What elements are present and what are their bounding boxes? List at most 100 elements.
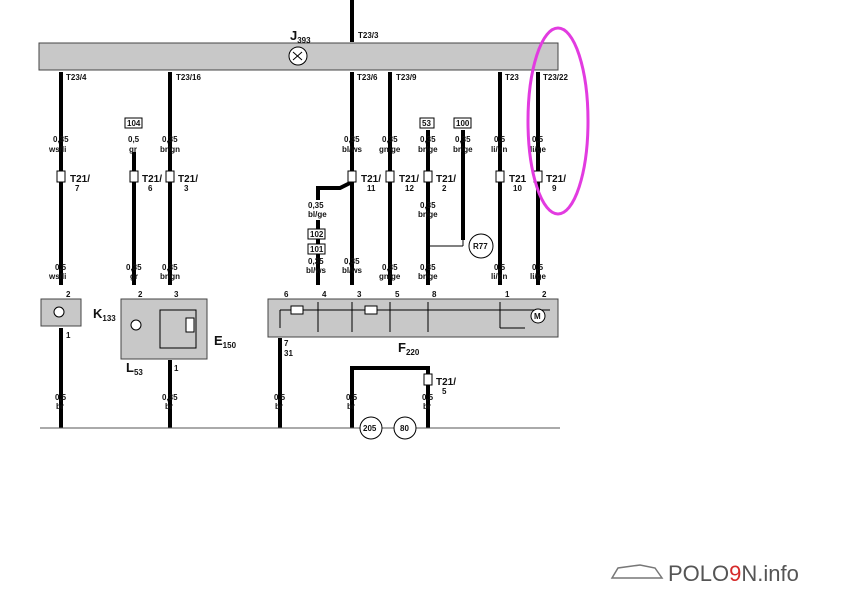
svg-text:0,5: 0,5 xyxy=(494,263,506,272)
svg-text:6: 6 xyxy=(284,290,289,299)
svg-text:li/gn: li/gn xyxy=(491,145,508,154)
svg-text:br: br xyxy=(56,402,64,411)
svg-text:0,35: 0,35 xyxy=(162,263,178,272)
svg-text:5: 5 xyxy=(395,290,400,299)
svg-text:M: M xyxy=(534,312,541,321)
highlight-circle xyxy=(526,26,590,216)
svg-text:br/gn: br/gn xyxy=(160,272,180,281)
svg-text:3: 3 xyxy=(174,290,179,299)
svg-text:li/ge: li/ge xyxy=(530,145,547,154)
module-j393-label: J393 xyxy=(290,28,311,45)
svg-text:11: 11 xyxy=(367,184,376,193)
svg-text:T21/: T21/ xyxy=(399,174,419,185)
svg-text:br: br xyxy=(347,402,355,411)
svg-text:0,35: 0,35 xyxy=(420,135,436,144)
svg-text:4: 4 xyxy=(322,290,327,299)
lamp-l53-label: L53 xyxy=(126,360,143,377)
svg-text:br/ge: br/ge xyxy=(418,145,438,154)
car-icon xyxy=(610,564,664,579)
svg-text:0,35: 0,35 xyxy=(455,135,471,144)
connector-t23-4: T23/4 xyxy=(66,73,87,82)
svg-text:bl/ge: bl/ge xyxy=(308,210,327,219)
svg-text:0,5: 0,5 xyxy=(55,263,67,272)
svg-text:li/ge: li/ge xyxy=(530,272,547,281)
svg-text:9: 9 xyxy=(552,184,557,193)
svg-text:POLO9N.info: POLO9N.info xyxy=(668,561,799,586)
svg-text:0,35: 0,35 xyxy=(382,135,398,144)
svg-text:0,35: 0,35 xyxy=(420,263,436,272)
connector-t23-22: T23/22 xyxy=(543,73,568,82)
svg-text:0,35: 0,35 xyxy=(308,201,324,210)
svg-text:2: 2 xyxy=(542,290,547,299)
svg-text:gr: gr xyxy=(130,272,138,281)
svg-text:T21/: T21/ xyxy=(178,174,198,185)
svg-text:br/ge: br/ge xyxy=(418,210,438,219)
svg-text:80: 80 xyxy=(400,424,409,433)
svg-text:1: 1 xyxy=(66,331,71,340)
t21-connectors: T21/7 T21/6 T21/3 T21/11 T21/12 T21/2 T2… xyxy=(56,170,566,193)
resistor-r77-label: R77 xyxy=(473,242,488,251)
svg-text:101: 101 xyxy=(310,245,324,254)
wire-label-mid: 0,35 bl/ge 102 101 0,35 bl/ws 0,35 bl/ws… xyxy=(306,201,438,275)
svg-text:102: 102 xyxy=(310,230,324,239)
watermark-logo: POLO9N.info xyxy=(610,561,799,586)
svg-text:br/ge: br/ge xyxy=(453,145,473,154)
svg-text:0,35: 0,35 xyxy=(53,135,69,144)
svg-text:br/ge: br/ge xyxy=(418,272,438,281)
svg-text:0,5: 0,5 xyxy=(128,135,140,144)
svg-text:br: br xyxy=(275,402,283,411)
ground-point-205 xyxy=(359,416,383,440)
svg-text:10: 10 xyxy=(513,184,522,193)
svg-text:3: 3 xyxy=(357,290,362,299)
svg-text:0,5: 0,5 xyxy=(494,135,506,144)
svg-text:0,35: 0,35 xyxy=(344,257,360,266)
ref-104: 104 xyxy=(127,119,141,128)
svg-text:li/gn: li/gn xyxy=(491,272,508,281)
svg-text:0,5: 0,5 xyxy=(346,393,358,402)
ref-box-100 xyxy=(453,117,472,129)
svg-text:T21/: T21/ xyxy=(436,174,456,185)
ref-box-104 xyxy=(124,117,143,129)
svg-text:br: br xyxy=(165,402,173,411)
svg-text:gn/ge: gn/ge xyxy=(379,145,401,154)
switch-e150-label: E150 xyxy=(214,333,237,350)
lamp-l53-icon xyxy=(130,319,142,331)
svg-text:0,35: 0,35 xyxy=(308,257,324,266)
connector-t23-9: T23/9 xyxy=(396,73,417,82)
svg-text:br/gn: br/gn xyxy=(160,145,180,154)
connector-t23-x: T23 xyxy=(505,73,519,82)
connector-t23-16: T23/16 xyxy=(176,73,201,82)
svg-text:T21/: T21/ xyxy=(436,377,456,388)
svg-text:0,35: 0,35 xyxy=(420,201,436,210)
svg-text:0,35: 0,35 xyxy=(162,135,178,144)
svg-text:7: 7 xyxy=(75,184,80,193)
svg-text:ws/li: ws/li xyxy=(48,145,66,154)
svg-text:205: 205 xyxy=(363,424,377,433)
svg-text:0,5: 0,5 xyxy=(55,393,67,402)
svg-text:0,35: 0,35 xyxy=(382,263,398,272)
connector-t23-6: T23/6 xyxy=(357,73,378,82)
svg-text:6: 6 xyxy=(148,184,153,193)
svg-text:bl/ws: bl/ws xyxy=(306,266,327,275)
svg-text:T21: T21 xyxy=(509,174,527,185)
svg-text:bl/ws: bl/ws xyxy=(342,145,363,154)
svg-text:0,35: 0,35 xyxy=(344,135,360,144)
svg-text:7: 7 xyxy=(284,339,289,348)
wire-group-bottom xyxy=(59,328,430,428)
svg-text:2: 2 xyxy=(442,184,447,193)
switch-contact-icon xyxy=(185,317,195,333)
ground-point-80 xyxy=(393,416,417,440)
svg-text:br: br xyxy=(423,402,431,411)
connector-t23-3: T23/3 xyxy=(358,31,379,40)
lamp-icon xyxy=(53,306,65,318)
f220-internals xyxy=(279,302,550,332)
svg-text:ws/li: ws/li xyxy=(48,272,66,281)
svg-text:0,35: 0,35 xyxy=(126,263,142,272)
svg-text:3: 3 xyxy=(184,184,189,193)
svg-text:0,5: 0,5 xyxy=(422,393,434,402)
